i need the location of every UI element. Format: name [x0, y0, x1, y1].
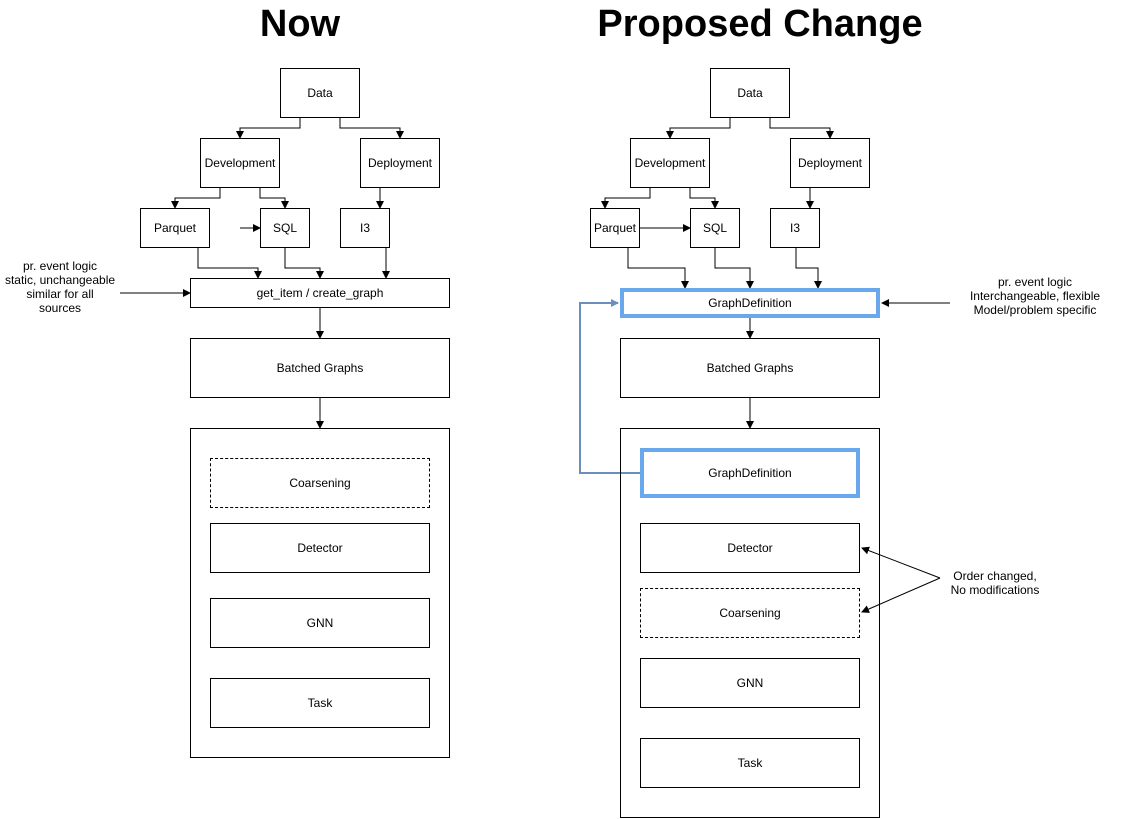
- left-task-box: Task: [210, 678, 430, 728]
- right-development-box: Development: [630, 138, 710, 188]
- left-event-logic-note: pr. event logic static, unchangeable sim…: [0, 259, 120, 315]
- note-line: Interchangeable, flexible: [969, 289, 1101, 303]
- right-graph-definition-box: GraphDefinition: [620, 288, 880, 318]
- left-deployment-box: Deployment: [360, 138, 440, 188]
- note-line: Model/problem specific: [973, 303, 1097, 317]
- right-deployment-box: Deployment: [790, 138, 870, 188]
- left-sql-box: SQL: [260, 208, 310, 248]
- note-line: Order changed,: [953, 569, 1037, 583]
- note-line: sources: [38, 301, 82, 315]
- note-line: pr. event logic: [997, 275, 1073, 289]
- right-graph-definition-inner-box: GraphDefinition: [640, 448, 860, 498]
- right-i3-box: I3: [770, 208, 820, 248]
- left-i3-box: I3: [340, 208, 390, 248]
- right-batched-graphs-box: Batched Graphs: [620, 338, 880, 398]
- left-detector-box: Detector: [210, 523, 430, 573]
- right-model-container: [620, 428, 880, 818]
- left-development-box: Development: [200, 138, 280, 188]
- left-model-container: [190, 428, 450, 758]
- note-line: static, unchangeable: [4, 273, 116, 287]
- right-gnn-box: GNN: [640, 658, 860, 708]
- right-coarsening-box: Coarsening: [640, 588, 860, 638]
- right-sql-box: SQL: [690, 208, 740, 248]
- left-get-item-box: get_item / create_graph: [190, 278, 450, 308]
- left-data-box: Data: [280, 68, 360, 118]
- left-coarsening-box: Coarsening: [210, 458, 430, 508]
- note-line: similar for all: [26, 287, 94, 301]
- note-line: pr. event logic: [22, 259, 98, 273]
- right-event-logic-note: pr. event logic Interchangeable, flexibl…: [950, 275, 1120, 317]
- right-task-box: Task: [640, 738, 860, 788]
- title-now: Now: [259, 3, 341, 45]
- note-line: No modifications: [950, 583, 1040, 597]
- left-gnn-box: GNN: [210, 598, 430, 648]
- right-detector-box: Detector: [640, 523, 860, 573]
- title-proposed-change: Proposed Change: [597, 3, 923, 45]
- order-changed-note: Order changed, No modifications: [935, 569, 1055, 597]
- left-parquet-box: Parquet: [140, 208, 210, 248]
- right-data-box: Data: [710, 68, 790, 118]
- right-parquet-box: Parquet: [590, 208, 640, 248]
- left-batched-graphs-box: Batched Graphs: [190, 338, 450, 398]
